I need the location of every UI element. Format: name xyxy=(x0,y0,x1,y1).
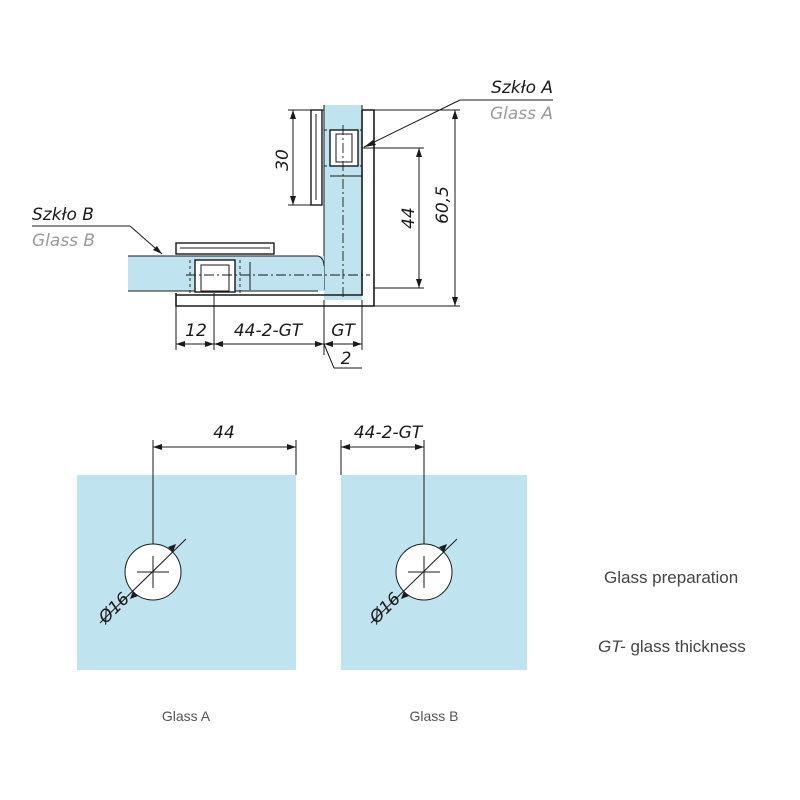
label-glass-a-pl: Szkło A xyxy=(491,78,553,98)
dim-44-2-gt: 44-2-GT xyxy=(234,321,304,341)
bolt-a xyxy=(329,129,359,167)
dim-60-5: 60,5 xyxy=(433,186,453,224)
panel-b-caption: Glass B xyxy=(409,708,458,724)
note-gt-desc: glass thickness xyxy=(626,637,746,656)
section-view: 30 44 60,5 12 44-2-GT GT 2 S xyxy=(32,78,553,369)
note-glass-preparation: Glass preparation xyxy=(604,568,738,587)
label-glass-a-en: Glass A xyxy=(490,104,553,124)
dim-30: 30 xyxy=(273,149,293,171)
dim-44-vertical: 44 xyxy=(399,207,419,229)
glass-panel-a: 44 Ø16 Glass A xyxy=(77,423,297,724)
panel-a-caption: Glass A xyxy=(162,708,211,724)
glass-panel-b: 44-2-GT Ø16 Glass B xyxy=(340,423,527,724)
panel-a-dim-44: 44 xyxy=(213,423,235,443)
dim-2: 2 xyxy=(341,349,352,369)
label-glass-b-pl: Szkło B xyxy=(32,205,94,225)
dim-12: 12 xyxy=(185,321,207,341)
dim-gt: GT xyxy=(331,321,356,341)
panel-b-dim-44-2-gt: 44-2-GT xyxy=(354,423,424,443)
note-gt-term: GT- xyxy=(598,637,626,656)
note-gt: GT- glass thickness xyxy=(598,637,746,656)
glass-panel-a-body xyxy=(77,475,296,670)
label-glass-b-en: Glass B xyxy=(32,231,95,251)
